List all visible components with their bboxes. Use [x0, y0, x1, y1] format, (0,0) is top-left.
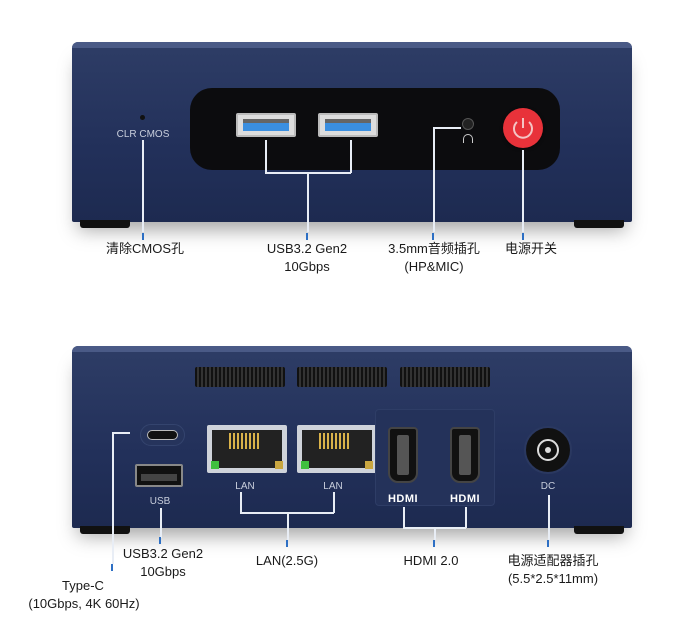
lan-marking: LAN	[323, 481, 343, 492]
label-type-c-2: (10Gbps, 4K 60Hz)	[28, 596, 140, 611]
foot	[574, 220, 624, 228]
label-usb-front-1: USB3.2 Gen2	[266, 241, 348, 256]
leader-line	[434, 527, 436, 540]
label-usb-rear-1: USB3.2 Gen2	[122, 546, 204, 561]
foot	[80, 220, 130, 228]
vent	[400, 367, 490, 387]
label-audio-1: 3.5mm音频插孔	[388, 241, 480, 256]
usb-a-port	[236, 113, 296, 137]
leader-line	[160, 508, 162, 538]
leader-line	[142, 140, 144, 232]
vent	[195, 367, 285, 387]
leader-line	[548, 495, 550, 540]
tick	[142, 233, 144, 240]
hdmi-port	[388, 427, 418, 483]
leader-line	[522, 150, 524, 232]
tick	[286, 540, 288, 547]
power-icon	[513, 118, 533, 139]
tick	[159, 537, 161, 544]
leader-line	[350, 140, 352, 173]
leader-line	[307, 172, 309, 232]
dc-jack	[524, 426, 572, 474]
leader-line	[333, 492, 335, 513]
label-usb-rear-2: 10Gbps	[140, 564, 186, 579]
label-power: 电源开关	[504, 241, 558, 256]
hdmi-port	[450, 427, 480, 483]
usb-a-port-rear	[135, 464, 183, 487]
label-dc-2: (5.5*2.5*11mm)	[507, 571, 599, 586]
lan-marking: LAN	[235, 481, 255, 492]
tick	[547, 540, 549, 547]
dc-marking: DC	[540, 481, 556, 492]
vent	[297, 367, 387, 387]
audio-jack	[462, 118, 474, 130]
cmos-hole	[140, 115, 145, 120]
usb-marking: USB	[149, 496, 171, 507]
leader-line	[287, 512, 289, 540]
foot	[574, 526, 624, 534]
clr-cmos-marking: CLR CMOS	[116, 129, 170, 140]
hdmi-logo: HDMI	[387, 493, 419, 505]
hdmi-logo: HDMI	[449, 493, 481, 505]
leader-line	[265, 140, 267, 173]
leader-line	[240, 492, 242, 513]
tick	[111, 564, 113, 571]
leader-line	[112, 432, 114, 564]
foot	[80, 526, 130, 534]
label-hdmi: HDMI 2.0	[403, 553, 459, 568]
label-type-c-1: Type-C	[62, 578, 104, 593]
type-c-port	[140, 424, 185, 446]
label-clear-cmos: 清除CMOS孔	[105, 241, 185, 256]
label-usb-front-2: 10Gbps	[284, 259, 330, 274]
leader-line	[465, 507, 467, 528]
power-button	[503, 108, 543, 148]
tick	[522, 233, 524, 240]
tick	[433, 540, 435, 547]
label-lan: LAN(2.5G)	[255, 553, 319, 568]
lan-port	[297, 425, 377, 473]
usb-a-port	[318, 113, 378, 137]
leader-line	[403, 507, 405, 528]
label-dc-1: 电源适配器插孔	[507, 553, 599, 568]
leader-line	[433, 127, 435, 232]
leader-line	[112, 432, 130, 434]
headset-icon	[463, 134, 473, 143]
tick	[306, 233, 308, 240]
tick	[432, 233, 434, 240]
leader-line	[433, 127, 461, 129]
lan-port	[207, 425, 287, 473]
label-audio-2: (HP&MIC)	[404, 259, 464, 274]
